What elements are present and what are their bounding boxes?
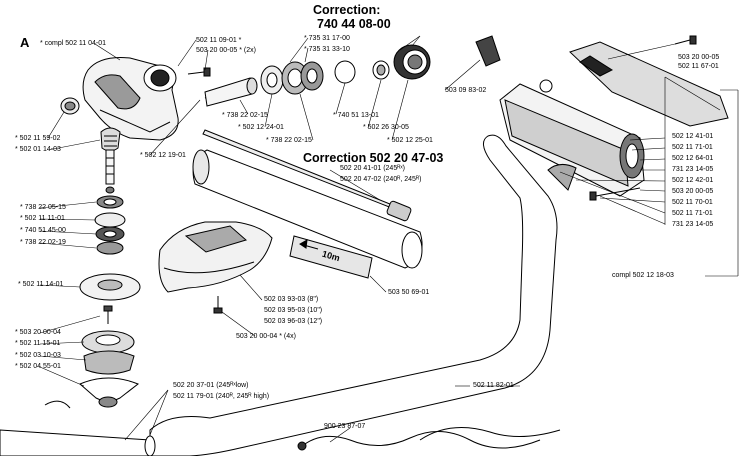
part-label: 503 20 00-05 (672, 188, 714, 195)
part-label: 502 20 37-01 (245ᴿˣlow) (173, 382, 249, 389)
part-label: 731 23 14-05 (672, 221, 714, 228)
part-label: * 502 12 24-01 (238, 124, 284, 131)
part-label: 502 20 47-02 (240ᴿ, 245ᴿ) (340, 176, 422, 183)
part-label: 503 50 69-01 (388, 289, 430, 296)
part-label: 503 20 00-05 * (2x) (196, 47, 256, 54)
part-label: * 738 22 02-15 (222, 112, 268, 119)
part-label: 502 11 09-01 * (196, 37, 242, 44)
part-label: 502 11 79-01 (240ᴿ, 245ᴿ high) (173, 393, 270, 400)
shaft-bearing-assembly-drawing (204, 44, 431, 107)
part-label: 502 11 71-01 (672, 210, 713, 217)
part-label: 502 12 42-01 (672, 177, 714, 184)
part-label: * 502 04 55-01 (15, 363, 61, 370)
part-label: * 735 31 17-00 (304, 35, 350, 42)
section-letter: A (20, 35, 30, 50)
trimmer-head-stack-drawing (79, 127, 141, 408)
part-label: 502 11 82-01 (473, 382, 514, 389)
part-label: * 740 51 13-01 (333, 112, 379, 119)
part-label: * 502 11 14-01 (18, 281, 64, 288)
part-label: * 502 03 10-03 (15, 352, 61, 359)
part-label: * compl 502 11 04-01 (40, 40, 107, 47)
part-label: * 503 20 00-04 (15, 329, 61, 336)
part-label: * 502 11 59-02 (15, 135, 61, 142)
leader-lines (39, 35, 739, 443)
part-label: 503 20 00-05 (678, 54, 720, 61)
part-label: 502 03 95-03 (10") (264, 307, 323, 314)
part-label: * 502 11 15-01 (15, 340, 61, 347)
correction-part-b: Correction 502 20 47-03 (303, 151, 444, 165)
part-label: 502 11 71-01 (672, 144, 713, 151)
throttle-handle-drawing (475, 35, 729, 201)
part-label: * 502 12 25-01 (387, 137, 433, 144)
part-label: 503 09 83-02 (445, 87, 487, 94)
part-label: 502 03 93-03 (8") (264, 296, 319, 303)
trimmer-guard-drawing (158, 221, 273, 314)
drive-shaft-drawing (202, 129, 412, 222)
part-label: * 502 26 30-05 (363, 124, 409, 131)
part-label: 502 20 41-01 (245ᴿˣ) (340, 165, 405, 172)
lower-tube-drawing (0, 400, 156, 456)
part-label: 502 11 70-01 (672, 199, 713, 206)
part-label: * 735 31 33-10 (304, 46, 350, 53)
part-label: 502 11 67-01 (678, 63, 719, 70)
part-label: 502 03 96-03 (12") (264, 318, 323, 325)
part-label: 502 12 41-01 (672, 133, 714, 140)
correction-label: Correction: (313, 3, 381, 17)
ten-meter-strap-drawing (289, 235, 373, 279)
part-label: * 738 22 02-19 (20, 239, 66, 246)
part-label: 503 20 00-04 * (4x) (236, 333, 296, 340)
correction-part-a: 740 44 08-00 (317, 17, 391, 31)
part-label: * 740 51 45-00 (20, 227, 66, 234)
part-label: 731 23 14-05 (672, 166, 714, 173)
part-label: * 502 11 11-01 (20, 215, 65, 222)
part-label: * 502 12 19-01 (140, 152, 186, 159)
part-label: 502 12 64-01 (672, 155, 714, 162)
part-label: * 738 22 05-15 (20, 204, 66, 211)
gear-head-housing-drawing (60, 57, 179, 141)
cable-drawing (297, 427, 561, 451)
part-label: 900 23 87-07 (324, 423, 366, 430)
outer-tube-drawing (192, 149, 423, 269)
handle-bar-drawing (149, 134, 558, 456)
part-label: * 502 01 14-03 (15, 146, 61, 153)
part-label: * 738 22 02-15 (266, 137, 312, 144)
part-label: compl 502 12 18-03 (612, 272, 674, 279)
